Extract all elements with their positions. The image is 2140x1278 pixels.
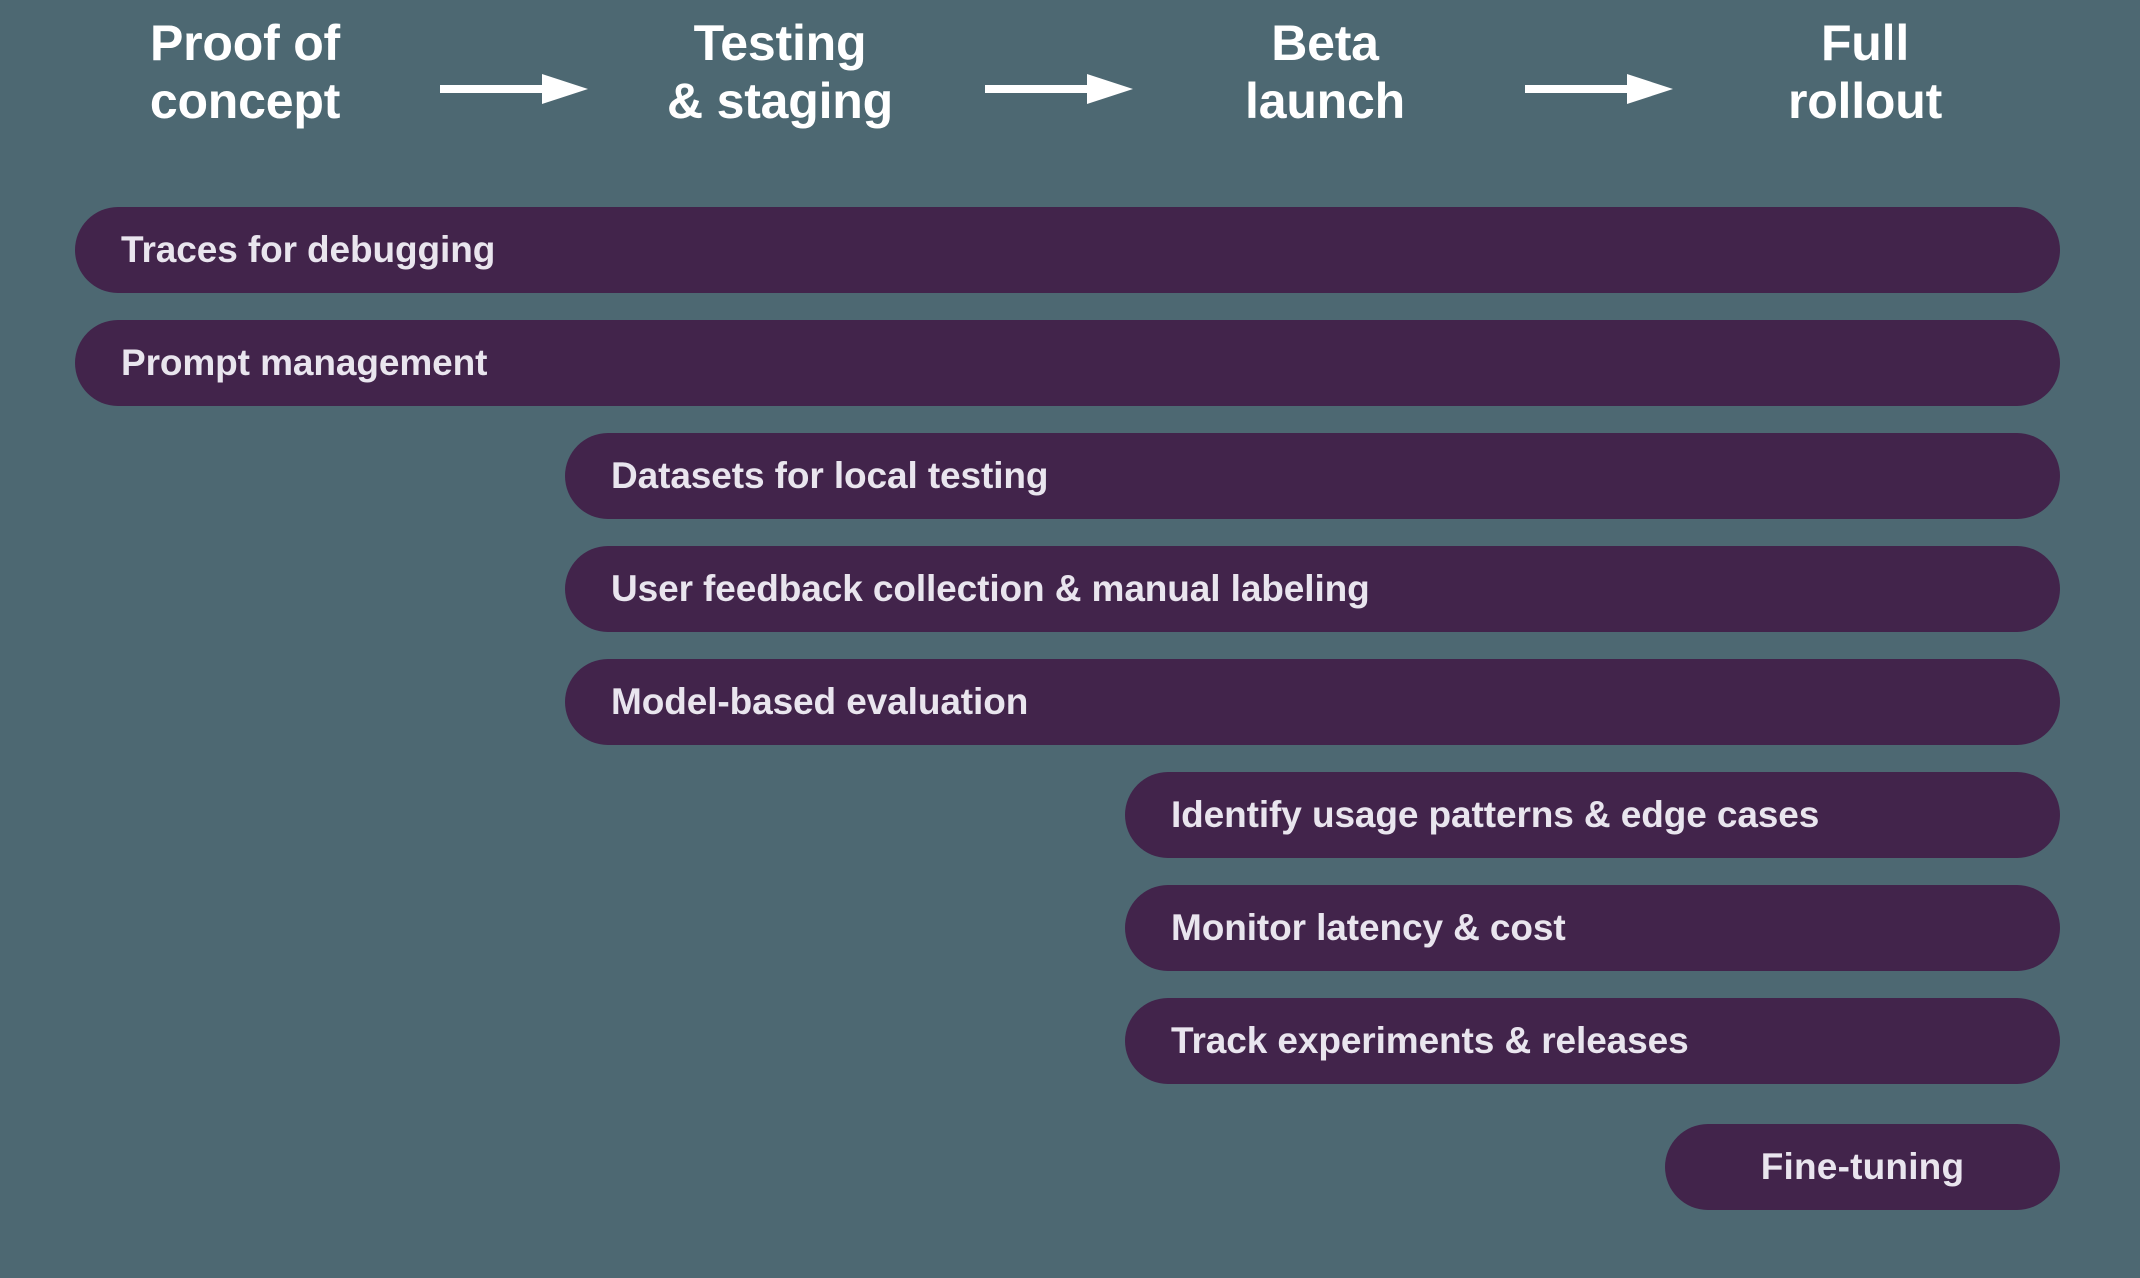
bar-label: Track experiments & releases [1171, 1020, 1689, 1061]
bar-label: Prompt management [121, 342, 488, 383]
timeline-bar-identify-usage-patterns[interactable]: Identify usage patterns & edge cases [1125, 772, 2060, 858]
arrow-right-icon-2 [985, 72, 1133, 106]
phase-label-proof-of-concept: Proof of concept [149, 15, 341, 129]
bar-label: Monitor latency & cost [1171, 907, 1566, 948]
bar-label: Traces for debugging [121, 229, 496, 270]
phase-label-full-rollout: Full rollout [1787, 15, 1943, 129]
bar-label: User feedback collection & manual labeli… [611, 568, 1370, 609]
arrow-right-icon-1 [440, 72, 588, 106]
bar-label: Model-based evaluation [611, 681, 1029, 722]
timeline-bar-track-experiments-and-releases[interactable]: Track experiments & releases [1125, 998, 2060, 1084]
phase-header-row: Proof of concept Testing & staging Beta … [0, 0, 2140, 175]
timeline-bar-datasets-for-local-testing[interactable]: Datasets for local testing [565, 433, 2060, 519]
arrow-right-icon-3 [1525, 72, 1673, 106]
timeline-bar-monitor-latency-and-cost[interactable]: Monitor latency & cost [1125, 885, 2060, 971]
phase-label-beta-launch: Beta launch [1245, 15, 1405, 129]
bar-label: Fine-tuning [1760, 1146, 1965, 1187]
timeline-bar-prompt-management[interactable]: Prompt management [75, 320, 2060, 406]
timeline-bar-traces-for-debugging[interactable]: Traces for debugging [75, 207, 2060, 293]
bar-label: Identify usage patterns & edge cases [1171, 794, 1820, 835]
phase-label-testing-and-staging: Testing & staging [667, 15, 893, 129]
timeline-bar-user-feedback-collection[interactable]: User feedback collection & manual labeli… [565, 546, 2060, 632]
bar-label: Datasets for local testing [611, 455, 1049, 496]
timeline-bar-model-based-evaluation[interactable]: Model-based evaluation [565, 659, 2060, 745]
timeline-bar-fine-tuning[interactable]: Fine-tuning [1665, 1124, 2060, 1210]
